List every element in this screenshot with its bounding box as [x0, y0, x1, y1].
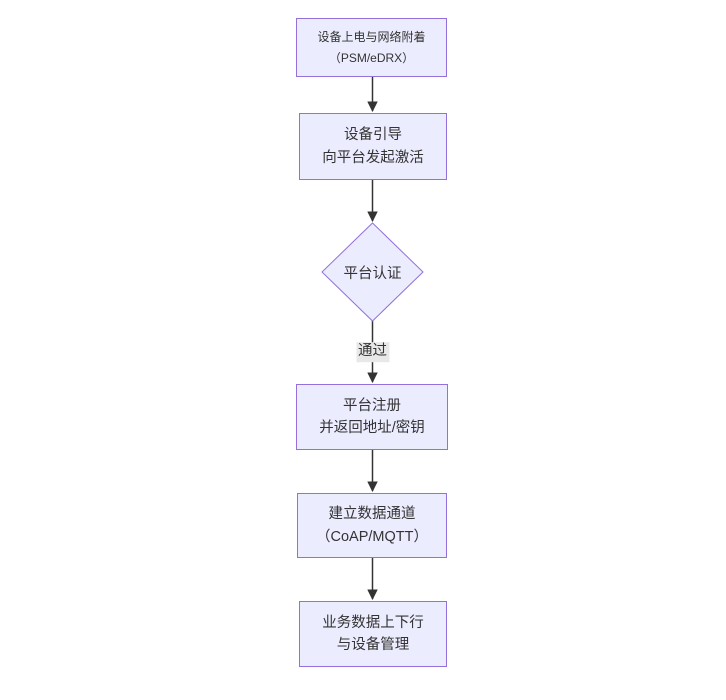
- node-text-line: 向平台发起激活: [322, 149, 424, 166]
- node-text-line: 建立数据通道: [328, 506, 416, 523]
- edge-label-pass: 通过: [356, 342, 389, 362]
- node-text-line: （CoAP/MQTT）: [316, 528, 428, 545]
- node-text-line: 业务数据上下行: [322, 614, 424, 631]
- flow-node-business-data: 业务数据上下行 与设备管理: [299, 601, 447, 667]
- decision-diamond-shape: [321, 222, 424, 322]
- node-text-line: 设备引导: [344, 127, 402, 144]
- node-text-line: 与设备管理: [336, 637, 410, 653]
- node-text-line: 平台注册: [343, 397, 401, 414]
- node-text-line: 设备上电与网络附着: [317, 30, 426, 45]
- node-text-line: （PSM/eDRX）: [328, 50, 415, 65]
- flow-node-register: 平台注册 并返回地址/密钥: [296, 384, 448, 450]
- node-text-line: 并返回地址/密钥: [319, 420, 425, 436]
- flow-node-power-attach: 设备上电与网络附着 （PSM/eDRX）: [296, 18, 447, 77]
- flow-node-data-channel: 建立数据通道 （CoAP/MQTT）: [297, 493, 447, 558]
- flow-node-bootstrap: 设备引导 向平台发起激活: [299, 113, 447, 180]
- node-text-line: 平台认证: [343, 265, 402, 282]
- flow-node-platform-auth: 平台认证: [322, 223, 423, 321]
